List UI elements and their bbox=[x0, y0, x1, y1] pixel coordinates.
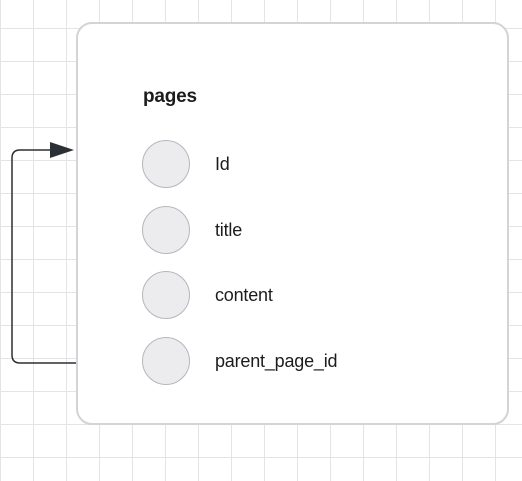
field-row-id[interactable]: Id bbox=[142, 138, 482, 190]
field-label: parent_page_id bbox=[215, 350, 338, 371]
field-row-content[interactable]: content bbox=[142, 269, 482, 321]
field-label: content bbox=[215, 284, 273, 305]
field-circle-icon bbox=[142, 140, 190, 188]
entity-card-pages[interactable]: pages Id title content parent_page_id bbox=[76, 22, 509, 425]
field-circle-icon bbox=[142, 206, 190, 254]
field-row-parent-page-id[interactable]: parent_page_id bbox=[142, 335, 482, 387]
field-circle-icon bbox=[142, 271, 190, 319]
field-row-title[interactable]: title bbox=[142, 204, 482, 256]
field-label: Id bbox=[215, 153, 230, 174]
connector-line bbox=[11, 149, 76, 364]
field-label: title bbox=[215, 219, 243, 240]
entity-title: pages bbox=[143, 86, 197, 107]
field-circle-icon bbox=[142, 337, 190, 385]
arrowhead-icon bbox=[50, 142, 74, 158]
